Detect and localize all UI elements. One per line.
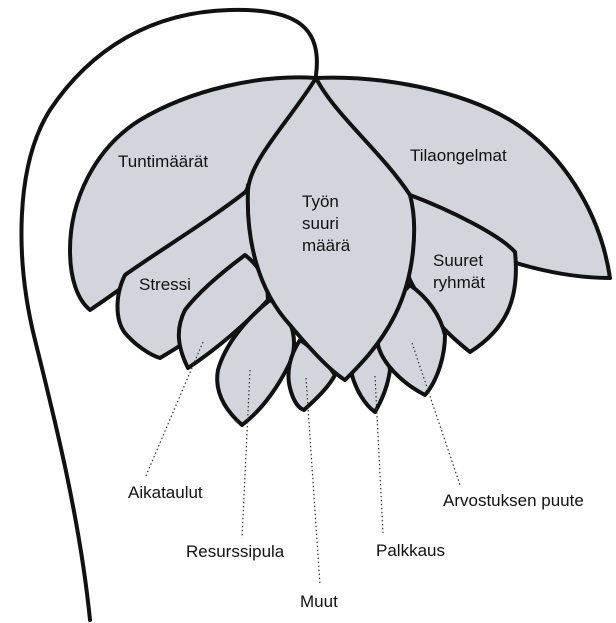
leader-muut: [306, 378, 320, 585]
label-stressi: Stressi: [139, 275, 191, 294]
label-resurssipula: Resurssipula: [186, 542, 285, 561]
label-aikataulut: Aikataulut: [128, 483, 203, 502]
label-suuri: suuri: [302, 214, 339, 233]
label-tuntimaarat: Tuntimäärät: [118, 152, 208, 171]
label-ryhmat: ryhmät: [433, 273, 485, 292]
label-suuret: Suuret: [433, 251, 483, 270]
label-tilaongelmat: Tilaongelmat: [410, 146, 507, 165]
label-arvostuksen-puute: Arvostuksen puute: [443, 491, 584, 510]
label-maara: määrä: [302, 236, 351, 255]
label-palkkaus: Palkkaus: [376, 541, 445, 560]
label-muut: Muut: [300, 592, 338, 611]
label-tyon: Työn: [302, 192, 339, 211]
